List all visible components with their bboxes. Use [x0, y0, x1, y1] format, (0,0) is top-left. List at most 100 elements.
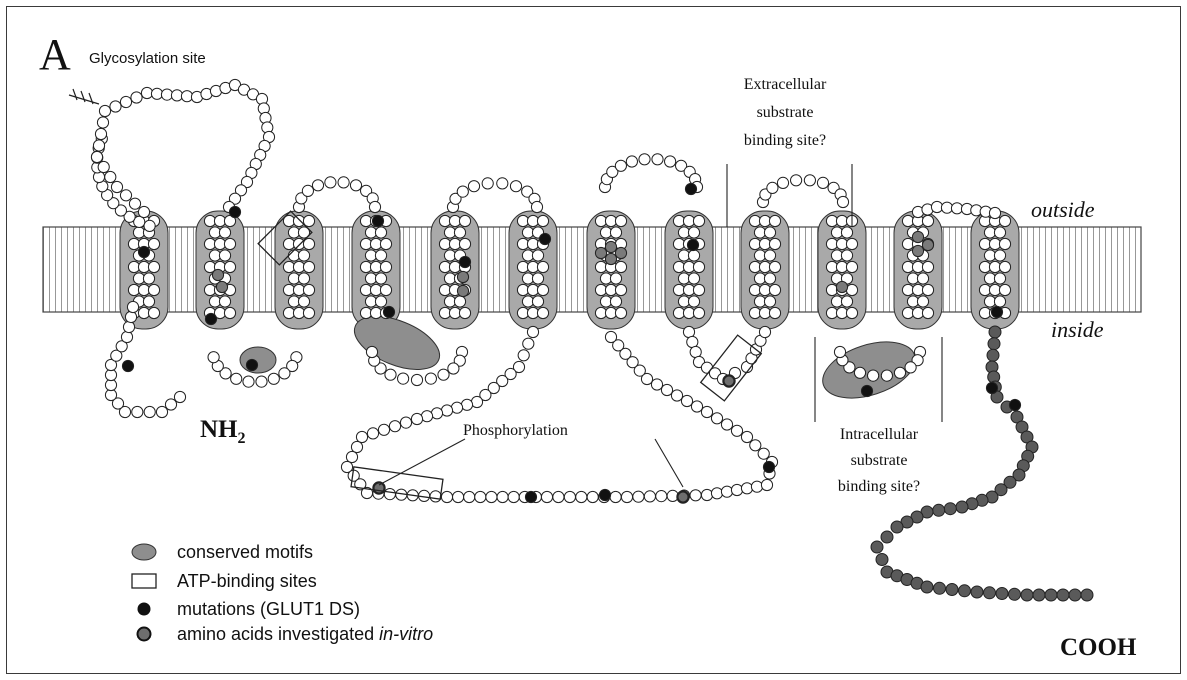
- amino-acid-residue: [701, 406, 712, 417]
- investigated-residue: [373, 482, 384, 493]
- amino-acid-residue: [471, 396, 482, 407]
- amino-acid-residue: [243, 376, 254, 387]
- amino-acid-residue: [457, 271, 468, 282]
- amino-acid-residue: [767, 182, 778, 193]
- amino-acid-residue: [208, 352, 219, 363]
- legend-ellipse-icon: [132, 544, 156, 560]
- legend-rectangle-icon: [132, 574, 156, 588]
- amino-acid-residue: [532, 273, 543, 284]
- outside-label: outside: [1031, 197, 1095, 222]
- mutation-residue: [122, 360, 133, 371]
- amino-acid-residue: [693, 284, 704, 295]
- amino-acid-residue: [148, 307, 159, 318]
- amino-acid-residue: [1069, 589, 1081, 601]
- amino-acid-residue: [769, 307, 780, 318]
- amino-acid-residue: [144, 220, 155, 231]
- amino-acid-residue: [868, 370, 879, 381]
- amino-acid-residue: [366, 346, 377, 357]
- amino-acid-residue: [994, 273, 1005, 284]
- amino-acid-residue: [934, 582, 946, 594]
- amino-acid-residue: [430, 491, 441, 502]
- amino-acid-residue: [1057, 589, 1069, 601]
- amino-acid-residue: [537, 261, 548, 272]
- amino-acid-residue: [769, 215, 780, 226]
- amino-acid-residue: [905, 362, 916, 373]
- amino-acid-residue: [701, 489, 712, 500]
- amino-acid-residue: [453, 491, 464, 502]
- amino-acid-residue: [468, 181, 479, 192]
- amino-acid-residue: [451, 402, 462, 413]
- amino-acid-residue: [1045, 589, 1057, 601]
- amino-acid-residue: [127, 301, 138, 312]
- amino-acid-residue: [944, 503, 956, 515]
- mutation-residue: [687, 239, 698, 250]
- intracellular-label-line3: binding site?: [838, 478, 920, 495]
- amino-acid-residue: [841, 250, 852, 261]
- amino-acid-residue: [804, 175, 815, 186]
- amino-acid-residue: [438, 369, 449, 380]
- amino-acid-residue: [510, 181, 521, 192]
- amino-acid-residue: [721, 419, 732, 430]
- amino-acid-residue: [587, 491, 598, 502]
- phosphorylation-label: Phosphorylation: [463, 422, 568, 439]
- amino-acid-residue: [93, 140, 104, 151]
- amino-acid-residue: [475, 491, 486, 502]
- amino-acid-residue: [656, 491, 667, 502]
- amino-acid-residue: [369, 201, 380, 212]
- amino-acid-residue: [758, 448, 769, 459]
- amino-acid-residue: [411, 374, 422, 385]
- amino-acid-residue: [497, 178, 508, 189]
- amino-acid-residue: [881, 531, 893, 543]
- amino-acid-residue: [764, 227, 775, 238]
- amino-acid-residue: [751, 481, 762, 492]
- amino-acid-residue: [665, 156, 676, 167]
- amino-acid-residue: [224, 238, 235, 249]
- amino-acid-residue: [151, 88, 162, 99]
- amino-acid-residue: [482, 178, 493, 189]
- amino-acid-residue: [459, 215, 470, 226]
- amino-acid-residue: [693, 215, 704, 226]
- amino-acid-residue: [441, 491, 452, 502]
- mutation-residue: [986, 382, 997, 393]
- amino-acid-residue: [143, 273, 154, 284]
- amino-acid-residue: [894, 367, 905, 378]
- amino-acid-residue: [486, 491, 497, 502]
- amino-acid-residue: [1021, 589, 1033, 601]
- amino-acid-residue: [375, 273, 386, 284]
- amino-acid-residue: [110, 101, 121, 112]
- amino-acid-residue: [946, 584, 958, 596]
- investigated-residue: [677, 491, 688, 502]
- amino-acid-residue: [633, 491, 644, 502]
- amino-acid-residue: [984, 587, 996, 599]
- amino-acid-residue: [375, 296, 386, 307]
- amino-acid-residue: [971, 586, 983, 598]
- residue-chain: [91, 79, 1093, 601]
- amino-acid-residue: [303, 284, 314, 295]
- mutation-residue: [372, 215, 383, 226]
- amino-acid-residue: [791, 175, 802, 186]
- amino-acid-residue: [421, 411, 432, 422]
- amino-acid-residue: [98, 161, 109, 172]
- amino-acid-residue: [671, 390, 682, 401]
- amino-acid-residue: [626, 156, 637, 167]
- mutation-residue: [861, 385, 872, 396]
- amino-acid-residue: [994, 250, 1005, 261]
- amino-acid-residue: [303, 261, 314, 272]
- amino-acid-residue: [917, 273, 928, 284]
- amino-acid-residue: [99, 105, 110, 116]
- legend-item-atp-binding: ATP-binding sites: [177, 571, 317, 591]
- amino-acid-residue: [138, 206, 149, 217]
- amino-acid-residue: [454, 227, 465, 238]
- mutation-residue: [138, 246, 149, 257]
- amino-acid-residue: [996, 588, 1008, 600]
- amino-acid-residue: [1081, 589, 1093, 601]
- amino-acid-residue: [268, 373, 279, 384]
- amino-acid-residue: [956, 501, 968, 513]
- amino-acid-residue: [256, 376, 267, 387]
- amino-acid-residue: [836, 281, 847, 292]
- amino-acid-residue: [378, 424, 389, 435]
- amino-acid-residue: [346, 451, 357, 462]
- amino-acid-residue: [338, 177, 349, 188]
- amino-acid-residue: [123, 321, 134, 332]
- amino-acid-residue: [219, 227, 230, 238]
